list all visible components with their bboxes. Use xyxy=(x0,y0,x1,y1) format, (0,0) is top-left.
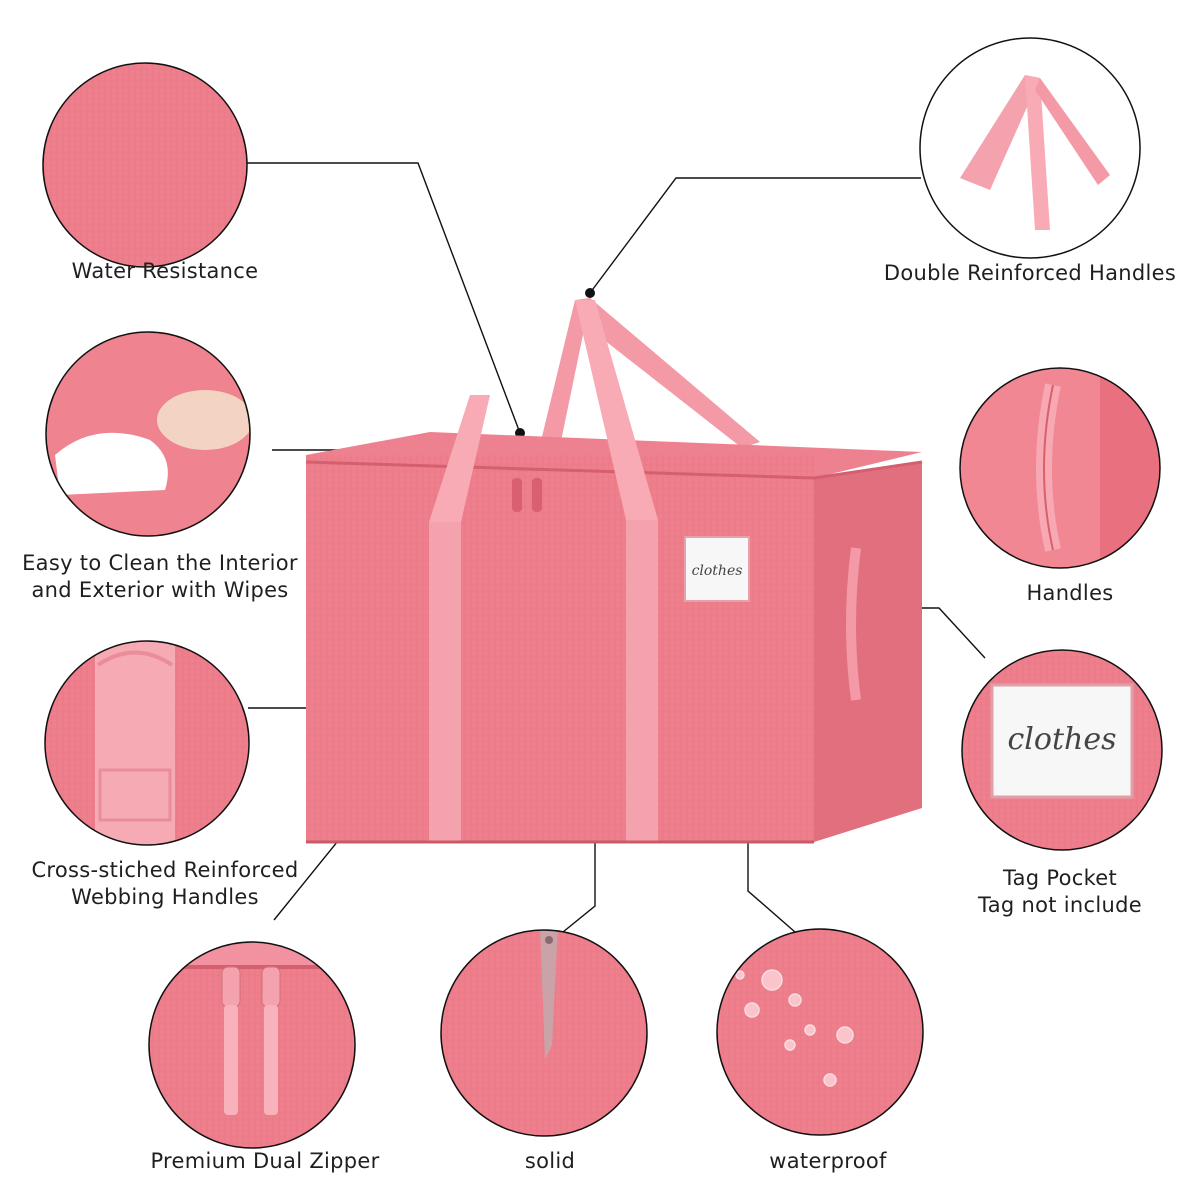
tag-pocket xyxy=(684,536,750,602)
front-strap-right xyxy=(626,520,658,842)
label-solid: solid xyxy=(524,1149,576,1173)
label-easy-clean: Easy to Clean the Interior and Exterior … xyxy=(22,551,298,602)
label-tag-pocket: Tag Pocket Tag not include xyxy=(978,866,1142,917)
leader-double-handles xyxy=(589,177,921,294)
zipper-pull-right xyxy=(532,478,542,512)
detail-easy-clean xyxy=(45,331,251,537)
bag-zipper xyxy=(305,460,815,480)
bag-side-panel xyxy=(814,462,922,842)
storage-bag: clothes xyxy=(305,298,923,844)
bag-front-panel xyxy=(306,455,814,842)
back-handle xyxy=(540,298,760,448)
detail-waterproof xyxy=(716,928,924,1136)
leader-waterproof xyxy=(747,836,796,933)
side-handle xyxy=(846,547,861,701)
detail-solid xyxy=(440,929,648,1137)
detail-handles xyxy=(959,367,1161,569)
detail-dual-zipper xyxy=(148,941,356,1149)
label-cross-stitched: Cross-stiched Reinforced Webbing Handles xyxy=(31,858,299,909)
label-handles: Handles xyxy=(1026,581,1114,605)
front-strap-left xyxy=(429,522,461,842)
detail-double-handles xyxy=(919,37,1141,259)
tag-pocket-text: clothes xyxy=(1008,722,1117,757)
label-double-handles: Double Reinforced Handles xyxy=(883,261,1177,285)
detail-tag-pocket: clothes xyxy=(961,649,1163,851)
detail-water-resistance xyxy=(42,62,248,268)
water-droplets xyxy=(735,969,854,1087)
front-handle xyxy=(429,395,490,522)
label-waterproof: waterproof xyxy=(769,1149,887,1173)
label-water-resistance: Water Resistance xyxy=(71,259,259,283)
hand-icon xyxy=(157,390,250,450)
detail-cross-stitched xyxy=(44,640,250,846)
knife-icon xyxy=(540,930,558,1060)
zipper-pull-left xyxy=(512,478,522,512)
label-dual-zipper: Premium Dual Zipper xyxy=(150,1149,380,1173)
leader-water-resistance xyxy=(230,162,521,434)
tag-text: clothes xyxy=(692,563,743,579)
